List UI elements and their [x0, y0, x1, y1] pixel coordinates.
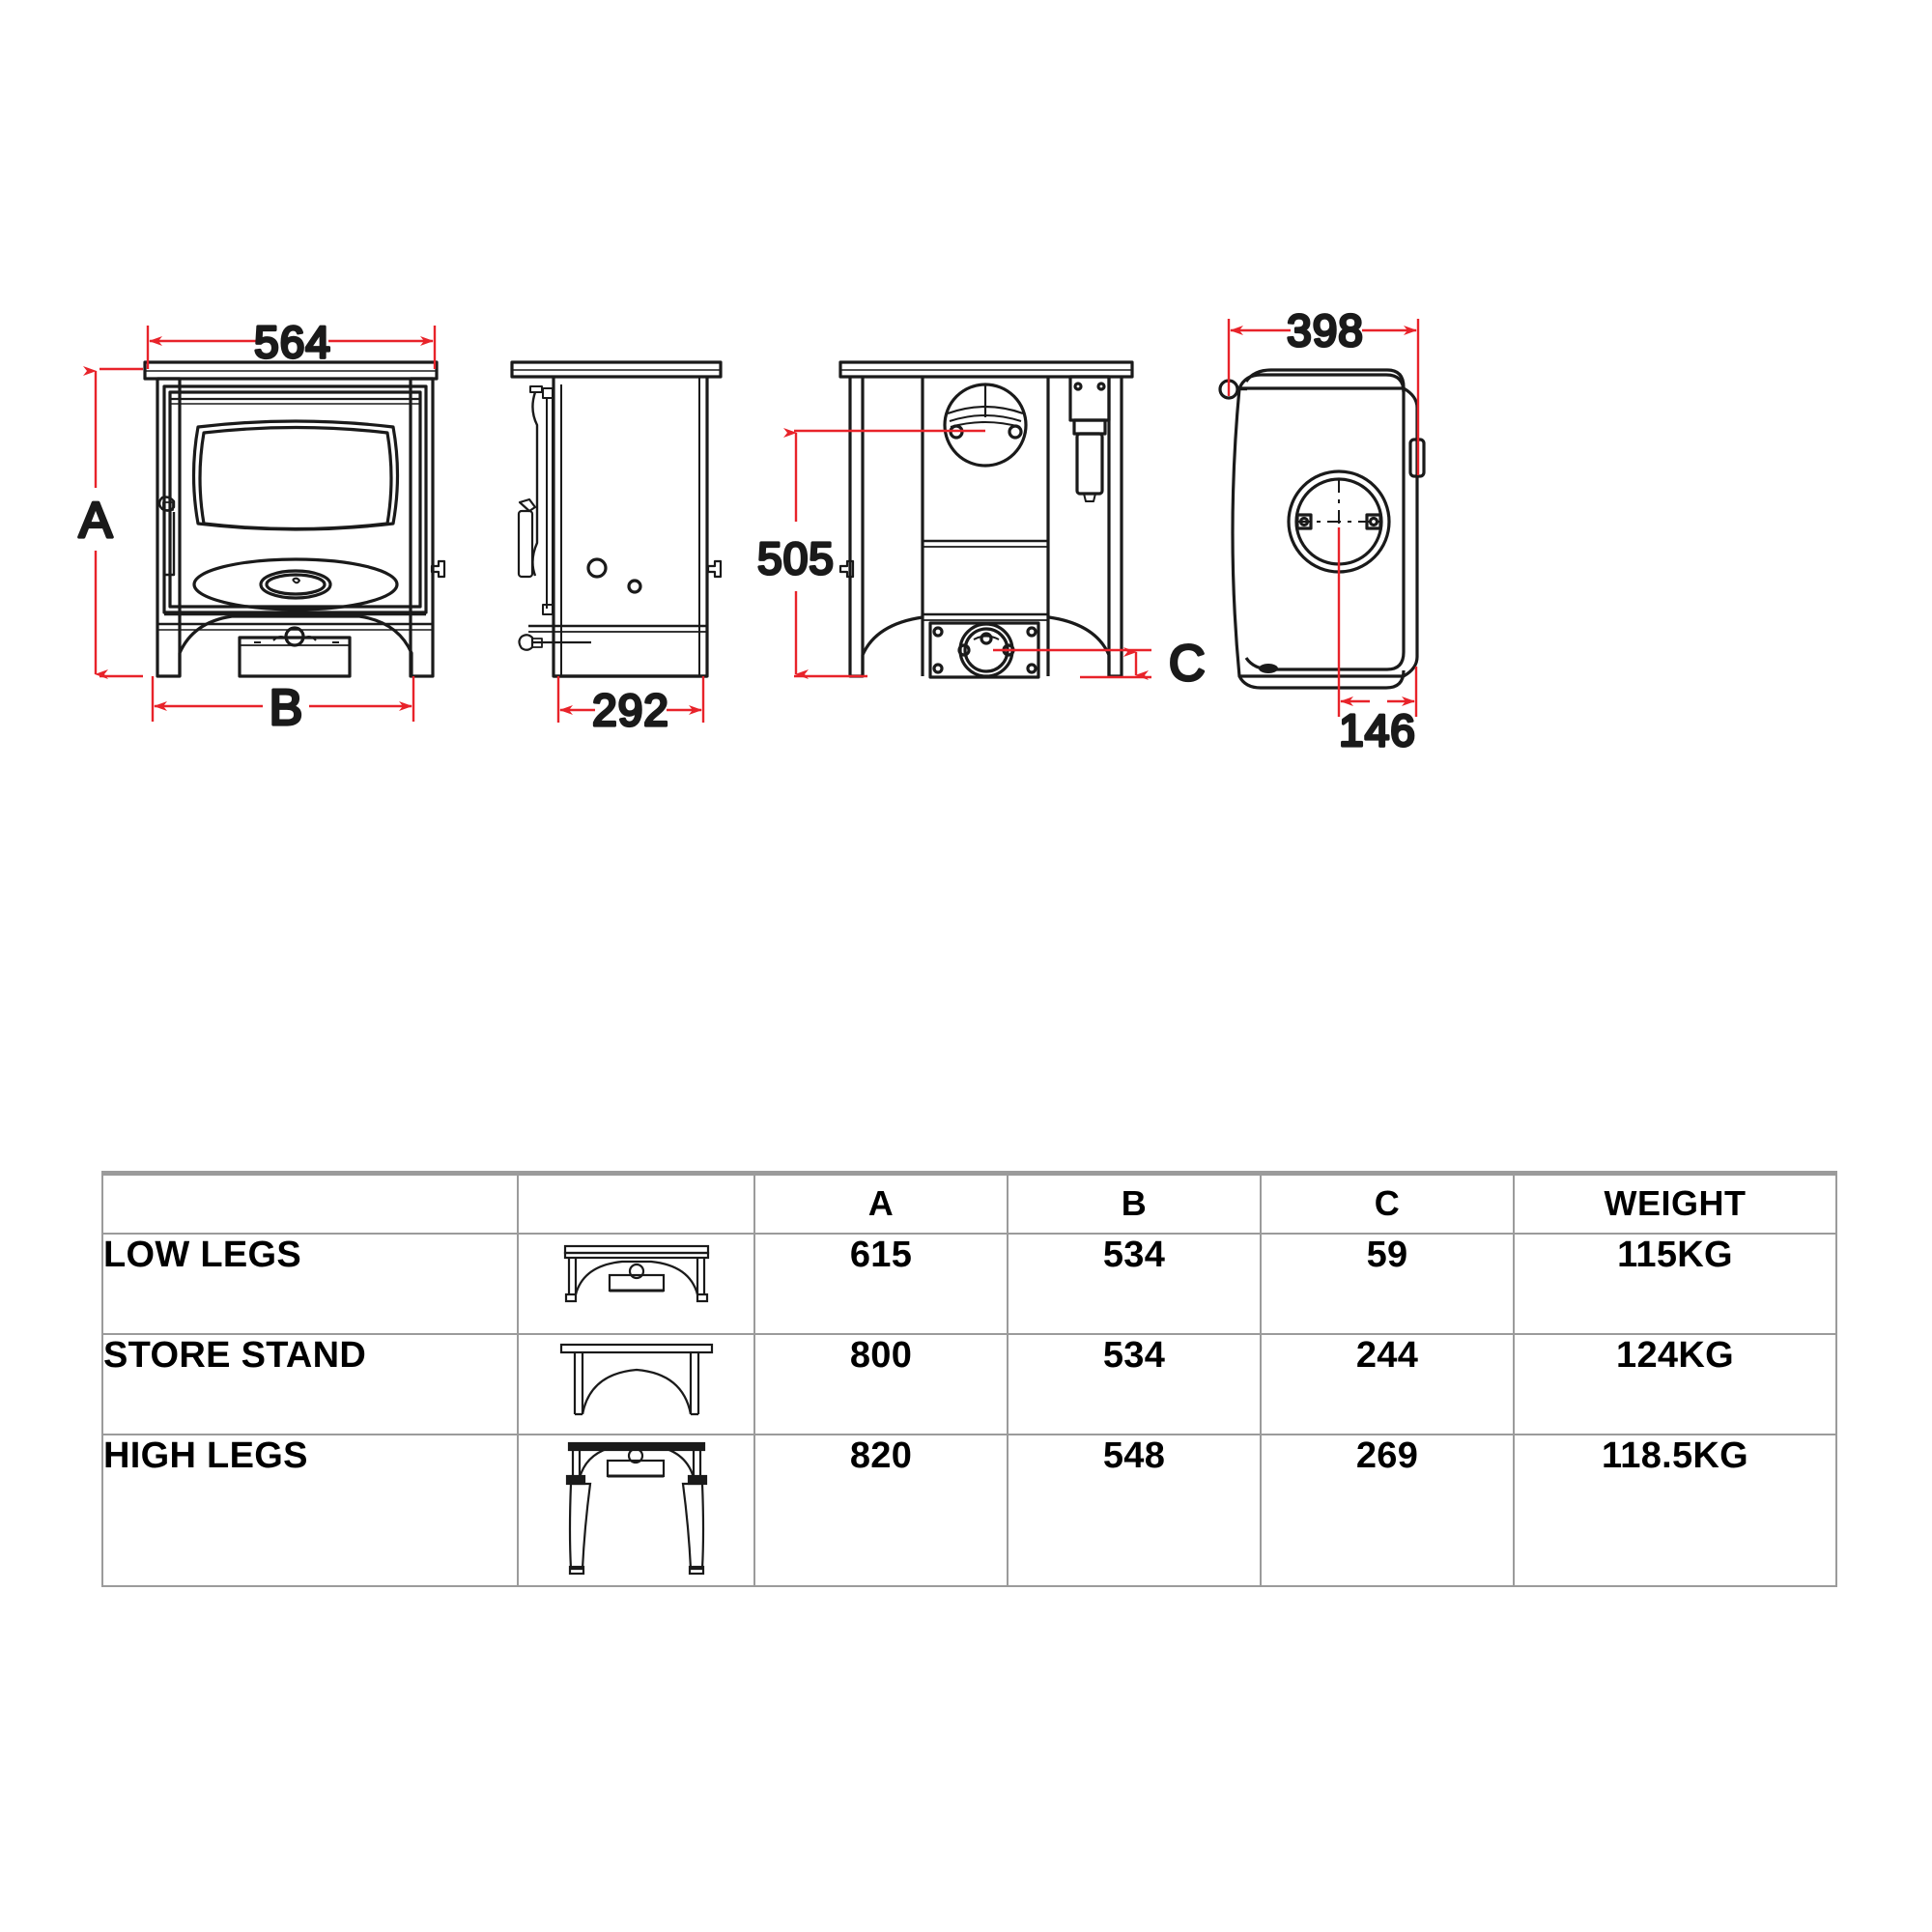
stove-orthographic-views: 564 A B: [77, 303, 1426, 757]
specifications-table: A B C WEIGHT LOW LEGS: [101, 1171, 1837, 1587]
store-stand-icon: [517, 1332, 755, 1435]
high-legs-icon: [517, 1433, 755, 1587]
rear-view-geometry: [838, 360, 1134, 679]
table-row: HIGH LEGS: [101, 1433, 1837, 1587]
cell-b-high-legs: 548: [1007, 1433, 1262, 1587]
dim-505-label: 505: [757, 533, 835, 583]
header-a: A: [753, 1171, 1009, 1235]
dim-146-label: 146: [1339, 705, 1416, 755]
cell-a-low-legs: 615: [753, 1232, 1009, 1335]
cell-weight-low-legs: 115KG: [1513, 1232, 1837, 1335]
front-view-dimensions: [83, 326, 437, 722]
cell-c-low-legs: 59: [1260, 1232, 1515, 1335]
front-view-geometry: [143, 360, 446, 678]
cell-a-store-stand: 800: [753, 1332, 1009, 1435]
header-b: B: [1007, 1171, 1262, 1235]
table-header-row: A B C WEIGHT: [101, 1171, 1837, 1235]
rear-view-dimensions: [783, 428, 1151, 680]
header-c: C: [1260, 1171, 1515, 1235]
cell-c-store-stand: 244: [1260, 1332, 1515, 1435]
cell-weight-high-legs: 118.5KG: [1513, 1433, 1837, 1587]
header-blank-icon: [517, 1171, 755, 1235]
side-view-geometry: [510, 360, 723, 678]
row-name-store-stand: STORE STAND: [101, 1332, 519, 1435]
dim-A-label: A: [79, 493, 113, 549]
plan-view-geometry: [1218, 368, 1426, 690]
dim-398-label: 398: [1287, 305, 1364, 355]
side-view-dimensions: [556, 676, 705, 723]
cell-c-high-legs: 269: [1260, 1433, 1515, 1587]
header-blank-name: [101, 1171, 519, 1235]
dim-564-label: 564: [254, 317, 331, 367]
dim-B-label: B: [270, 680, 303, 736]
row-name-high-legs: HIGH LEGS: [101, 1433, 519, 1587]
cell-weight-store-stand: 124KG: [1513, 1332, 1837, 1435]
plan-view-dimensions: [1227, 319, 1420, 717]
cell-b-low-legs: 534: [1007, 1232, 1262, 1335]
dim-292-label: 292: [592, 685, 669, 735]
cell-b-store-stand: 534: [1007, 1332, 1262, 1435]
table-row: LOW LEGS 615 534 59: [101, 1232, 1837, 1335]
dim-C-label: C: [1169, 636, 1206, 692]
table-row: STORE STAND 800 534 244 124KG: [101, 1332, 1837, 1435]
header-weight: WEIGHT: [1513, 1171, 1837, 1235]
low-legs-icon: [517, 1232, 755, 1335]
row-name-low-legs: LOW LEGS: [101, 1232, 519, 1335]
cell-a-high-legs: 820: [753, 1433, 1009, 1587]
drawing-area: 564 A B: [77, 303, 1426, 757]
